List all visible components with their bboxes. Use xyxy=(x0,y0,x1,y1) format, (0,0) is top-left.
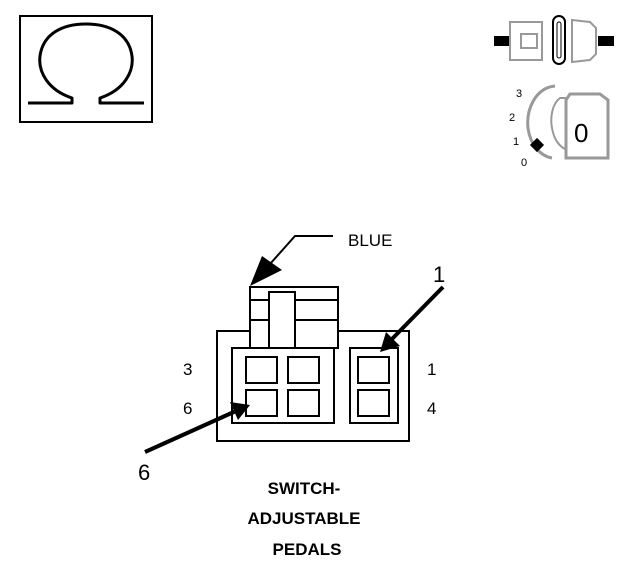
key-position-1: 1 xyxy=(513,136,519,148)
key-position-0: 0 xyxy=(521,157,527,169)
pin-label-6: 6 xyxy=(183,399,192,418)
wire-color-label: BLUE xyxy=(348,231,392,250)
pin-label-4: 4 xyxy=(427,399,436,418)
key-label: 0 xyxy=(574,118,588,148)
cavity-2 xyxy=(287,356,320,384)
cavity-4 xyxy=(357,389,390,417)
ohmmeter-icon xyxy=(19,15,153,123)
cavity-1 xyxy=(357,356,390,384)
title-line-1: SWITCH- xyxy=(268,479,341,498)
key-position-3: 3 xyxy=(516,88,522,100)
callout-pin-1: 1 xyxy=(433,262,445,287)
pin-label-3: 3 xyxy=(183,360,192,379)
callout-arrow-pin-6 xyxy=(144,402,250,454)
callout-arrow-pin-1 xyxy=(380,285,445,352)
disconnected-connector-icon xyxy=(494,15,614,65)
cavity-6 xyxy=(245,389,278,417)
title-line-3: PEDALS xyxy=(273,540,342,559)
cavity-5 xyxy=(287,389,320,417)
cavity-3 xyxy=(245,356,278,384)
callout-pin-6: 6 xyxy=(138,460,150,485)
title-line-2: ADJUSTABLE xyxy=(247,509,360,528)
wire-color-leader xyxy=(250,235,333,286)
ignition-key-icon: 3 2 1 0 0 xyxy=(509,84,610,169)
pin-cavities xyxy=(245,356,390,417)
key-position-2: 2 xyxy=(509,112,515,124)
pin-label-1: 1 xyxy=(427,360,436,379)
